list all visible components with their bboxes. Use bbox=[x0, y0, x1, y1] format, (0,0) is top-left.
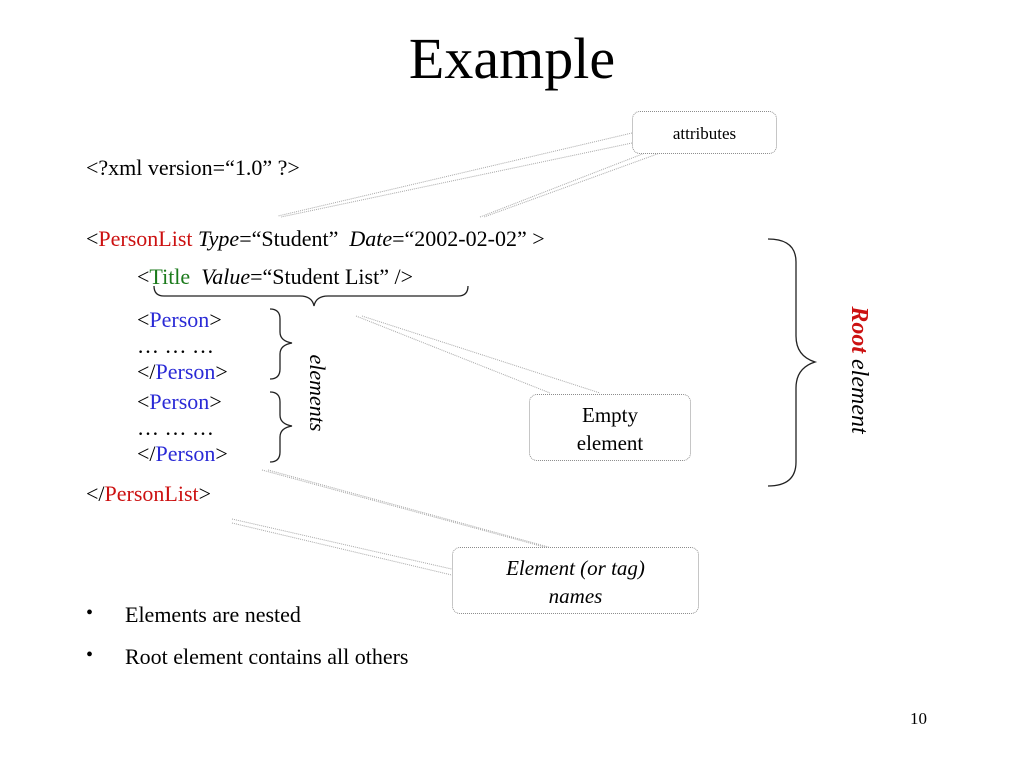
bullet-item: • bbox=[86, 602, 93, 625]
value-attribute-value: =“Student List” /> bbox=[250, 264, 413, 289]
close-bracket: > bbox=[209, 307, 222, 332]
empty-element-leader-1 bbox=[355, 315, 551, 394]
names-leader-1 bbox=[261, 469, 549, 549]
date-attribute-value: =“2002-02-02” > bbox=[392, 226, 545, 251]
person-close-line: </Person> bbox=[137, 441, 228, 467]
close-bracket: > bbox=[198, 481, 212, 506]
open-bracket: < bbox=[86, 226, 99, 251]
open-bracket: < bbox=[137, 307, 150, 332]
names-leader-4 bbox=[231, 522, 457, 577]
personlist-open-line: <PersonList Type=“Student” Date=“2002-02… bbox=[86, 226, 545, 252]
attributes-leader-4 bbox=[483, 152, 661, 218]
personlist-tag-name: PersonList bbox=[104, 481, 199, 506]
ellipsis-line: … … … bbox=[137, 333, 214, 358]
bullet-text: Elements are nested bbox=[125, 602, 301, 627]
person-tag-name: Person bbox=[149, 307, 210, 332]
person-open-line: <Person> bbox=[137, 389, 222, 415]
attributes-leader-2 bbox=[280, 142, 633, 218]
person-tag-name: Person bbox=[149, 389, 210, 414]
element-names-callout: Element (or tag) names bbox=[452, 547, 699, 614]
title-underbrace bbox=[153, 285, 469, 307]
close-bracket: > bbox=[215, 359, 228, 384]
attributes-leader-3 bbox=[479, 152, 646, 218]
names-leader-3 bbox=[231, 518, 457, 571]
root-word: Root bbox=[846, 306, 872, 354]
root-element-label: Root element bbox=[844, 295, 874, 445]
title-element-line: <Title Value=“Student List” /> bbox=[137, 264, 413, 290]
title-tag-name: Title bbox=[149, 264, 191, 289]
person-brace-2 bbox=[269, 391, 293, 463]
person-brace-1 bbox=[269, 308, 293, 380]
empty-element-leader-2 bbox=[361, 315, 601, 394]
type-attribute-name: Type bbox=[198, 226, 240, 251]
element-names-line-2: names bbox=[548, 584, 603, 608]
page-number: 10 bbox=[910, 709, 927, 728]
person-tag-name: Person bbox=[155, 441, 216, 466]
type-attribute-value: =“Student” bbox=[239, 226, 339, 251]
xml-declaration: <?xml version=“1.0” ?> bbox=[86, 155, 300, 180]
value-attribute-name: Value bbox=[201, 264, 251, 289]
root-brace bbox=[767, 238, 818, 487]
empty-element-line-1: Empty bbox=[582, 403, 638, 427]
close-bracket: > bbox=[215, 441, 228, 466]
open-bracket: < bbox=[137, 389, 150, 414]
attributes-leader-1 bbox=[277, 132, 633, 217]
person-tag-name: Person bbox=[155, 359, 216, 384]
root-rest: element bbox=[846, 353, 872, 434]
person-open-line: <Person> bbox=[137, 307, 222, 333]
close-bracket: > bbox=[209, 389, 222, 414]
person-close-line: </Person> bbox=[137, 359, 228, 385]
bullet-dot-icon: • bbox=[86, 644, 94, 666]
date-attribute-name: Date bbox=[349, 226, 393, 251]
personlist-close-line: </PersonList> bbox=[86, 481, 211, 507]
attributes-callout-text: attributes bbox=[672, 124, 737, 143]
ellipsis-line: … … … bbox=[137, 415, 214, 440]
elements-label: elements bbox=[305, 354, 330, 432]
bullet-item: • bbox=[86, 644, 93, 667]
open-bracket: </ bbox=[137, 359, 156, 384]
empty-element-callout: Empty element bbox=[529, 394, 691, 461]
open-bracket: </ bbox=[137, 441, 156, 466]
open-bracket: </ bbox=[86, 481, 105, 506]
attributes-callout: attributes bbox=[632, 111, 777, 154]
personlist-tag-name: PersonList bbox=[98, 226, 193, 251]
names-leader-2 bbox=[267, 469, 553, 549]
open-bracket: < bbox=[137, 264, 150, 289]
bullet-dot-icon: • bbox=[86, 602, 94, 624]
empty-element-line-2: element bbox=[576, 431, 644, 455]
element-names-line-1: Element (or tag) bbox=[506, 556, 645, 580]
slide-title: Example bbox=[408, 26, 616, 91]
bullet-text: Root element contains all others bbox=[125, 644, 409, 669]
